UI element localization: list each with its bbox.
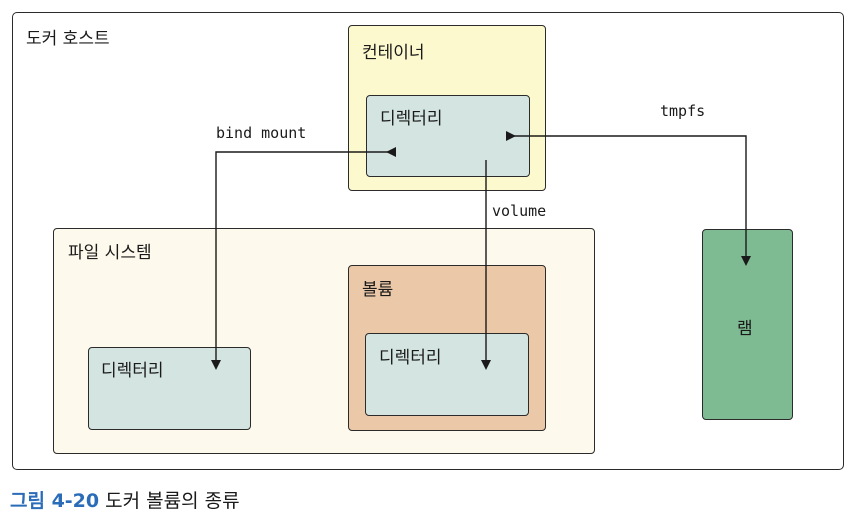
docker-host-label: 도커 호스트 xyxy=(26,29,110,49)
filesystem-label: 파일 시스템 xyxy=(68,243,152,263)
caption-text: 도커 볼륨의 종류 xyxy=(105,490,240,512)
filesystem-directory-label: 디렉터리 xyxy=(101,361,164,381)
ram-label: 램 xyxy=(737,319,753,339)
bind-mount-label: bind mount xyxy=(216,124,307,142)
figure-number: 그림 4-20 xyxy=(10,490,100,512)
volume-label: volume xyxy=(492,202,547,220)
container-label: 컨테이너 xyxy=(362,43,425,63)
volume-directory-label: 디렉터리 xyxy=(379,348,442,368)
volume-box-label: 볼륨 xyxy=(362,280,394,300)
container-directory-label: 디렉터리 xyxy=(380,109,443,129)
tmpfs-label: tmpfs xyxy=(660,102,706,120)
